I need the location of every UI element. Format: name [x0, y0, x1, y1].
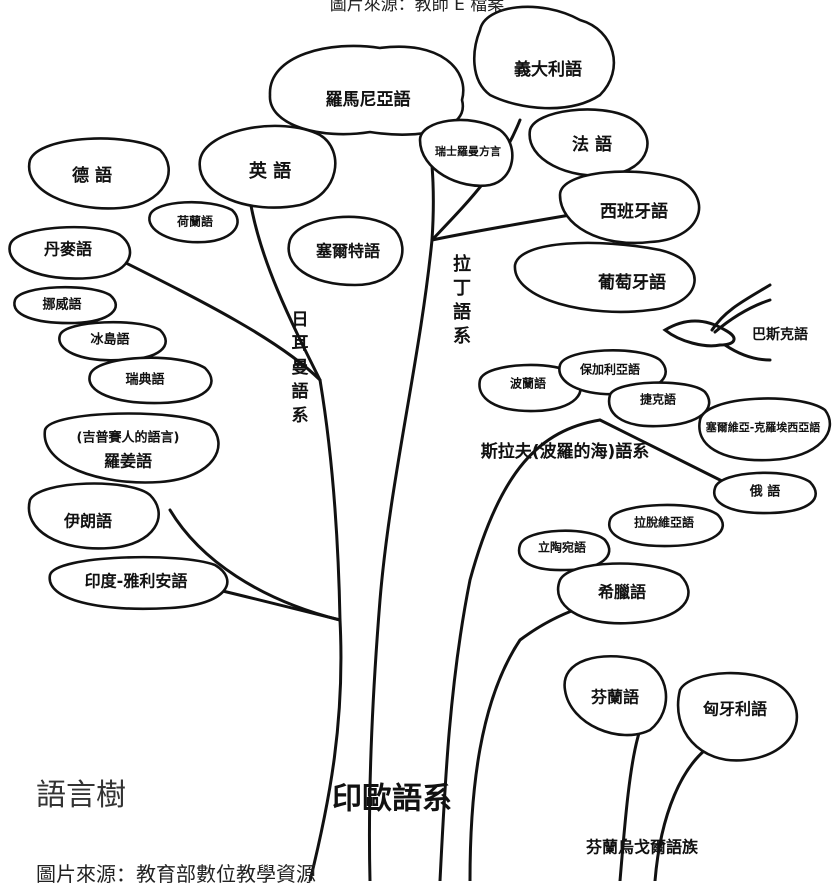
page-title: 語言樹 [36, 778, 126, 813]
blob-italian [472, 5, 616, 110]
label-swiss-romance: 瑞士羅曼方言 [435, 144, 501, 158]
label-romance-branch: 拉丁語系 [453, 253, 471, 347]
blob-french [528, 108, 649, 178]
label-danish: 丹麥語 [44, 240, 92, 259]
label-uralic-branch: 芬蘭烏戈爾語族 [585, 838, 699, 857]
label-germanic-branch: 日耳曼語系 [292, 310, 309, 426]
label-finnish: 芬蘭語 [590, 688, 639, 707]
label-greek: 希臘語 [598, 583, 646, 602]
blob-celtic [287, 215, 404, 287]
blob-romani [43, 412, 220, 484]
blob-indo-aryan [48, 555, 229, 611]
top-image-source: 圖片來源：教師 E 檔案 [329, 0, 505, 15]
label-polish: 波蘭語 [510, 376, 546, 391]
label-swedish: 瑞典語 [125, 372, 164, 388]
label-indo-aryan: 印度-雅利安語 [85, 572, 188, 591]
label-portuguese: 葡萄牙語 [597, 272, 666, 293]
blob-danish [8, 225, 132, 280]
blob-polish [478, 363, 582, 413]
label-norwegian: 挪威語 [42, 297, 81, 313]
label-english: 英 語 [248, 160, 291, 182]
label-iranian: 伊朗語 [63, 512, 112, 531]
blob-greek [556, 562, 690, 625]
blob-german [27, 137, 170, 210]
blob-icelandic [58, 320, 167, 362]
label-italian: 義大利語 [514, 59, 582, 80]
label-icelandic: 冰島語 [90, 332, 129, 348]
label-romani-note: (吉普賽人的語言) [77, 430, 180, 446]
label-basque: 巴斯克語 [752, 326, 808, 343]
blob-latvian [607, 503, 724, 548]
bird-icon [662, 283, 772, 362]
label-dutch: 荷蘭語 [176, 214, 213, 229]
label-hungarian: 匈牙利語 [702, 700, 767, 719]
blob-english [198, 124, 337, 209]
label-lithuanian: 立陶宛語 [538, 540, 586, 555]
language-blobs [8, 5, 832, 762]
label-romance-branch-text: 拉丁語系 [453, 253, 471, 347]
label-serbo-croatian: 塞爾維亞-克羅埃西亞語 [705, 420, 821, 434]
label-german: 德 語 [72, 165, 112, 186]
label-slavic-branch: 斯拉夫(波羅的海)語系 [481, 441, 650, 462]
blob-swiss [418, 118, 514, 188]
label-czech: 捷克語 [640, 392, 676, 407]
label-romanian: 羅馬尼亞語 [326, 89, 411, 110]
blob-russian [712, 471, 817, 515]
label-french: 法 語 [572, 134, 612, 155]
label-bulgarian: 保加利亞語 [579, 362, 640, 377]
blob-norwegian [13, 285, 117, 325]
blob-iranian [27, 482, 160, 550]
label-latvian: 拉脫維亞語 [634, 515, 694, 530]
blob-spanish [558, 170, 701, 245]
image-source-caption: 圖片來源：教育部數位教學資源 [36, 862, 316, 886]
label-spanish: 西班牙語 [600, 201, 668, 222]
blob-serbo-croatian [698, 397, 832, 462]
label-trunk: 印歐語系 [332, 782, 452, 817]
blob-swedish [88, 356, 213, 405]
blob-portuguese [513, 241, 696, 314]
label-romani: 羅姜語 [104, 452, 152, 471]
label-russian: 俄 語 [749, 484, 781, 500]
label-germanic-branch-text: 日耳曼語系 [292, 310, 309, 426]
blob-romanian [268, 44, 465, 136]
blob-hungarian [676, 671, 799, 762]
blob-finnish [563, 654, 668, 737]
blob-dutch [148, 200, 239, 244]
blob-lithuanian [517, 529, 611, 572]
label-celtic: 塞爾特語 [316, 242, 380, 261]
